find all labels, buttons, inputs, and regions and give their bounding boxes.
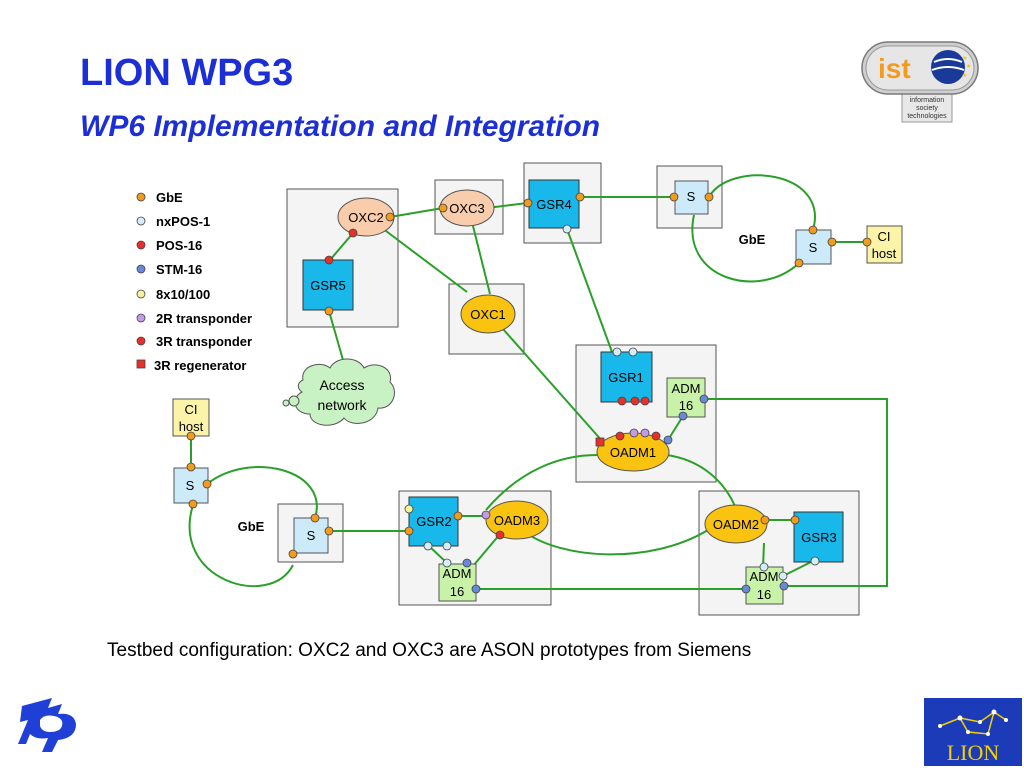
page-subtitle: WP6 Implementation and Integration [80, 110, 601, 143]
link-oxc2-oxc3 [389, 207, 444, 218]
adm-16-label-a-line-2: 16 [679, 398, 693, 413]
gsr1-node[interactable] [600, 351, 653, 403]
gsr5-node[interactable] [302, 259, 354, 311]
gsr2-label: GSR2 [416, 514, 451, 529]
link-oadm1-oadm2-ring [666, 454, 738, 512]
ci-host-top-line-1: CI [878, 229, 891, 244]
legend-label-8x10-100: 8x10/100 [156, 287, 210, 302]
gbe-label-bottom: GbE [238, 519, 265, 534]
switch-s2[interactable] [795, 229, 832, 265]
switch-s1-label: S [687, 189, 696, 204]
link-gsr4-gsr1 [566, 228, 613, 353]
link-gsr5-access [328, 310, 346, 368]
legend-label-3r-transponder: 3R transponder [156, 334, 252, 349]
adm-16-label-b-line-1: ADM [443, 566, 472, 581]
legend-item-2r-transponder: 2R transponder [136, 311, 252, 326]
ist-logo-text: ist [878, 53, 911, 84]
link-s-top-ring [691, 174, 816, 283]
legend-label-gbe: GbE [156, 190, 183, 205]
legend-label-3r-regenerator: 3R regenerator [154, 358, 246, 373]
oxc3-label: OXC3 [449, 201, 484, 216]
oadm2-label: OADM2 [713, 517, 759, 532]
ci-host-bottom-line-2: host [179, 419, 204, 434]
legend-item-nxpos-1: nxPOS-1 [136, 214, 210, 229]
ist-logo-line-1: information [910, 97, 945, 104]
legend: GbE nxPOS-1 POS-16 STM-16 8x10/100 2R tr… [136, 190, 252, 373]
ist-logo: ist ★ ★ ★ information society technologi… [858, 32, 982, 124]
access-network-line-2: network [317, 397, 367, 413]
oxc1-label: OXC1 [470, 307, 505, 322]
legend-label-2r-transponder: 2R transponder [156, 311, 252, 326]
lion-logo-text: LION [947, 740, 1000, 765]
oxc1-node[interactable] [460, 294, 516, 334]
legend-item-gbe: GbE [136, 190, 183, 205]
access-network-cloud[interactable] [282, 358, 395, 426]
adm-16-node-b[interactable] [438, 563, 477, 602]
legend-item-pos-16: POS-16 [136, 238, 202, 253]
legend-marker-pos-16 [136, 240, 146, 250]
gsr3-node[interactable] [793, 511, 844, 563]
ci-host-top-line-2: host [872, 246, 897, 261]
lion-logo: LION [924, 698, 1022, 766]
svg-text:★: ★ [962, 72, 967, 79]
adm-16-label-a-line-1: ADM [672, 381, 701, 396]
gsr3-label: GSR3 [801, 530, 836, 545]
oadm3-node[interactable] [485, 500, 549, 540]
legend-marker-3r-transponder [136, 336, 146, 346]
oadm2-node[interactable] [704, 504, 768, 544]
gsr2-node[interactable] [408, 496, 459, 547]
legend-marker-3r-regenerator [136, 359, 146, 369]
switch-s3-label: S [186, 478, 195, 493]
oadm1-label: OADM1 [610, 445, 656, 460]
switch-s2-label: S [809, 240, 818, 255]
switch-s4-label: S [307, 528, 316, 543]
link-oxc2-gsr5 [329, 232, 354, 261]
link-adm-a-oadm1 [667, 415, 684, 441]
legend-label-stm-16: STM-16 [156, 262, 202, 277]
fiber-links [188, 174, 888, 590]
legend-label-nxpos-1: nxPOS-1 [156, 214, 210, 229]
link-adm-a-adm-c [704, 398, 888, 587]
ist-logo-line-3: technologies [907, 113, 947, 120]
page-title: LION WPG3 [80, 52, 294, 94]
legend-item-8x10-100: 8x10/100 [136, 287, 210, 302]
legend-label-pos-16: POS-16 [156, 238, 202, 253]
link-oxc1-oadm1 [502, 328, 604, 443]
access-network-line-1: Access [319, 377, 364, 393]
svg-text:★: ★ [962, 55, 967, 62]
legend-marker-nxpos-1 [136, 216, 146, 226]
legend-marker-8x10-100 [136, 289, 146, 299]
ci-host-bottom-line-1: CI [185, 402, 198, 417]
link-s-bottom-ring [188, 466, 318, 588]
tp-logo [14, 692, 84, 756]
gsr5-label: GSR5 [310, 278, 345, 293]
adm-16-label-b-line-2: 16 [450, 584, 464, 599]
interface-ports [186, 192, 872, 594]
oxc2-label: OXC2 [348, 210, 383, 225]
legend-item-3r-regenerator: 3R regenerator [136, 358, 246, 373]
adm-16-node-a[interactable] [666, 377, 706, 418]
legend-marker-stm-16 [136, 264, 146, 274]
legend-item-3r-transponder: 3R transponder [136, 334, 252, 349]
gbe-label-top: GbE [739, 232, 766, 247]
legend-item-stm-16: STM-16 [136, 262, 202, 277]
ci-host-bottom[interactable] [172, 398, 210, 437]
link-oadm3-oadm2 [521, 529, 709, 556]
adm-16-label-c-line-2: 16 [757, 587, 771, 602]
svg-text:★: ★ [966, 63, 971, 70]
ci-host-top[interactable] [866, 225, 903, 264]
slide-caption: Testbed configuration: OXC2 and OXC3 are… [107, 640, 752, 661]
ist-logo-line-2: society [916, 105, 938, 112]
link-oxc2-oxc1 [381, 227, 468, 293]
link-oxc3-oxc1 [471, 221, 491, 295]
gsr1-label: GSR1 [608, 370, 643, 385]
legend-marker-gbe [136, 192, 146, 202]
link-oadm3-oadm1-ring [485, 454, 598, 511]
adm-16-label-c-line-1: ADM [750, 569, 779, 584]
legend-marker-2r-transponder [136, 313, 146, 323]
oadm3-label: OADM3 [494, 513, 540, 528]
link-adm-c-gsr3 [782, 559, 816, 577]
gsr4-label: GSR4 [536, 197, 571, 212]
